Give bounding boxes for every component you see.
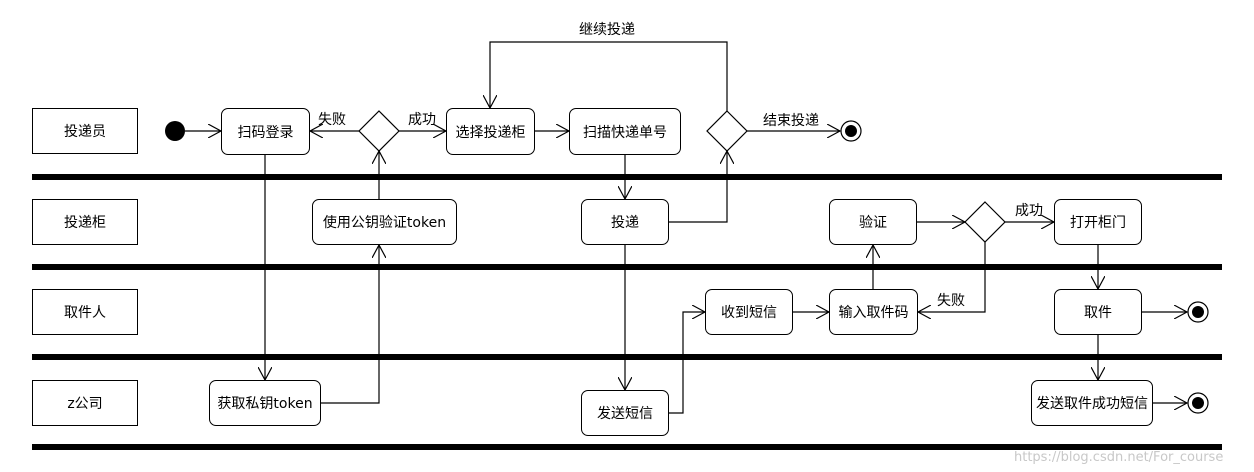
- label-success-verify: 成功: [1015, 203, 1043, 219]
- get-private-key-action: 获取私钥token: [209, 380, 321, 426]
- edge-continue-delivery: [490, 41, 728, 111]
- edge-decision-2-fail: [918, 242, 986, 312]
- label-continue-delivery: 继续投递: [579, 22, 635, 38]
- watermark: https://blog.csdn.net/For_course: [1014, 450, 1224, 465]
- label-success-login: 成功: [408, 112, 436, 128]
- lane-label-courier: 投递员: [32, 108, 138, 154]
- continue-decision: [706, 110, 748, 152]
- label-fail-verify: 失败: [937, 293, 965, 309]
- lane-label-recipient: 取件人: [32, 289, 138, 335]
- send-pickup-sms-action: 发送取件成功短信: [1031, 380, 1153, 426]
- open-door-action: 打开柜门: [1054, 199, 1142, 245]
- edge-private-key-to-verify: [321, 245, 379, 404]
- lane-separator: [32, 264, 1222, 270]
- start-node: [165, 121, 185, 141]
- edge-send-sms-to-receive: [669, 312, 705, 414]
- end-node-pickup: [1187, 301, 1209, 323]
- lane-label-locker: 投递柜: [32, 199, 138, 245]
- verify-action: 验证: [829, 199, 917, 245]
- scan-login-action: 扫码登录: [221, 108, 310, 155]
- receive-sms-action: 收到短信: [705, 289, 793, 335]
- pick-up-action: 取件: [1054, 289, 1142, 335]
- lane-separator: [32, 354, 1222, 360]
- label-end-delivery: 结束投递: [763, 113, 819, 129]
- enter-code-action: 输入取件码: [829, 289, 918, 335]
- scan-tracking-action: 扫描快递单号: [569, 108, 681, 155]
- lane-separator: [32, 444, 1222, 450]
- login-decision: [358, 110, 400, 152]
- label-fail-login: 失败: [318, 112, 346, 128]
- send-sms-action: 发送短信: [581, 390, 669, 436]
- verify-decision: [964, 201, 1006, 243]
- lane-label-company: z公司: [32, 380, 138, 426]
- deliver-action: 投递: [581, 199, 669, 245]
- lane-separator: [32, 174, 1222, 180]
- end-node-delivery: [840, 120, 862, 142]
- select-locker-action: 选择投递柜: [446, 108, 535, 155]
- verify-public-key-action: 使用公钥验证token: [312, 199, 457, 245]
- end-node-sms: [1187, 392, 1209, 414]
- edge-deliver-to-decision: [669, 151, 727, 223]
